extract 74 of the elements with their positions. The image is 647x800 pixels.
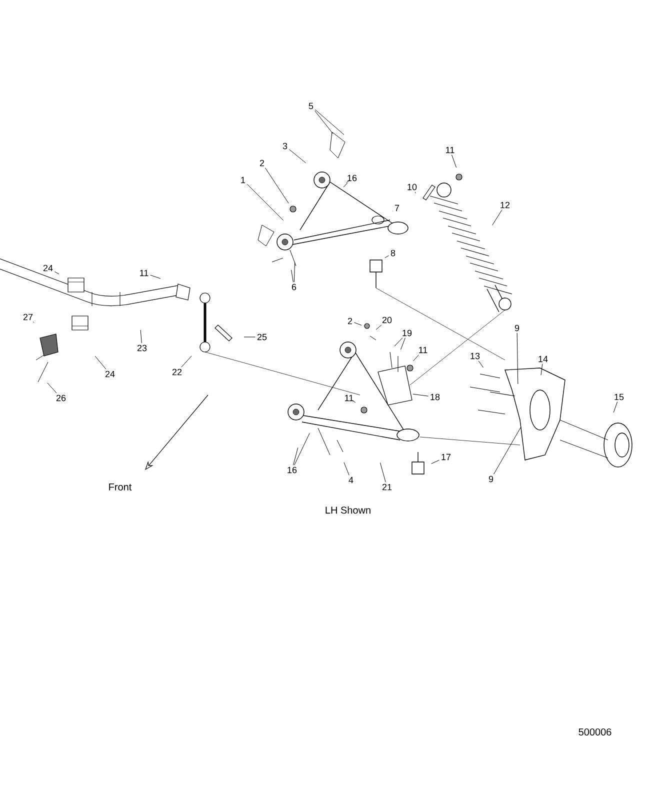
callout-number: 19 bbox=[402, 330, 412, 336]
leader-line bbox=[293, 447, 298, 466]
view-note: LH Shown bbox=[326, 506, 370, 514]
leader-line bbox=[400, 338, 406, 350]
callout-number: 9 bbox=[488, 476, 494, 482]
leader-line bbox=[451, 154, 457, 168]
leader-line bbox=[346, 179, 350, 184]
leader-line bbox=[431, 460, 440, 464]
callout-number: 12 bbox=[500, 202, 510, 208]
front-label: Front bbox=[109, 484, 132, 490]
figure-number: 500006 bbox=[578, 728, 612, 736]
leader-line bbox=[244, 336, 256, 338]
leader-line bbox=[380, 462, 386, 482]
leader-line bbox=[246, 184, 284, 221]
callout-number: 3 bbox=[282, 142, 288, 150]
leader-line bbox=[314, 110, 334, 134]
callout-number: 6 bbox=[292, 284, 296, 290]
callout-number: 18 bbox=[430, 394, 440, 400]
leader-line bbox=[150, 274, 161, 279]
leader-line bbox=[492, 210, 502, 226]
callout-number: 2 bbox=[260, 160, 264, 166]
leader-line bbox=[291, 270, 294, 282]
callout-number: 26 bbox=[56, 394, 66, 402]
callout-number: 27 bbox=[23, 314, 33, 320]
leader-line bbox=[540, 364, 543, 376]
leader-line bbox=[264, 168, 289, 204]
callout-number: 23 bbox=[137, 344, 147, 352]
callout-number: 11 bbox=[140, 270, 148, 276]
callout-number: 5 bbox=[308, 102, 314, 110]
leader-line bbox=[294, 262, 296, 282]
leader-line bbox=[376, 324, 382, 330]
leader-line bbox=[413, 354, 420, 362]
leader-line bbox=[494, 426, 522, 474]
callout-number: 10 bbox=[408, 184, 417, 190]
leader-line bbox=[343, 182, 348, 188]
leader-line bbox=[394, 338, 403, 346]
callout-number: 14 bbox=[538, 356, 548, 362]
leader-line bbox=[47, 382, 57, 394]
callout-number: 7 bbox=[394, 204, 400, 212]
leader-line bbox=[478, 360, 484, 368]
callout-number: 24 bbox=[43, 264, 53, 272]
leader-line bbox=[314, 109, 344, 135]
callout-number: 11 bbox=[419, 346, 428, 354]
callout-number: 24 bbox=[105, 370, 115, 378]
callout-number: 11 bbox=[446, 146, 454, 154]
callout-number: 22 bbox=[172, 368, 182, 376]
callout-number: 11 bbox=[345, 394, 354, 402]
callout-number: 20 bbox=[382, 316, 392, 324]
callout-number: 4 bbox=[348, 476, 354, 484]
leader-line bbox=[613, 402, 618, 413]
callout-number: 25 bbox=[257, 334, 267, 340]
leader-line bbox=[384, 255, 390, 258]
leader-line bbox=[94, 356, 106, 370]
callout-number: 15 bbox=[614, 394, 624, 400]
leader-line bbox=[344, 462, 350, 476]
leader-line bbox=[516, 332, 518, 384]
callout-number: 21 bbox=[382, 484, 392, 490]
leader-line bbox=[412, 394, 429, 396]
leader-line bbox=[414, 192, 416, 194]
leader-line bbox=[54, 271, 60, 274]
callout-number: 17 bbox=[442, 454, 451, 460]
callout-number: 1 bbox=[241, 176, 246, 184]
leader-line bbox=[294, 432, 310, 466]
callout-number: 2 bbox=[348, 318, 352, 324]
callout-number: 9 bbox=[514, 324, 520, 332]
leader-line bbox=[288, 149, 306, 164]
leader-line bbox=[354, 322, 362, 326]
leader-line bbox=[352, 400, 356, 403]
callout-number: 16 bbox=[288, 466, 297, 474]
leader-line bbox=[140, 330, 142, 344]
callout-number: 8 bbox=[390, 250, 396, 256]
callout-number: 13 bbox=[470, 352, 480, 360]
callout-number: 16 bbox=[348, 174, 357, 182]
leader-line bbox=[181, 356, 192, 368]
